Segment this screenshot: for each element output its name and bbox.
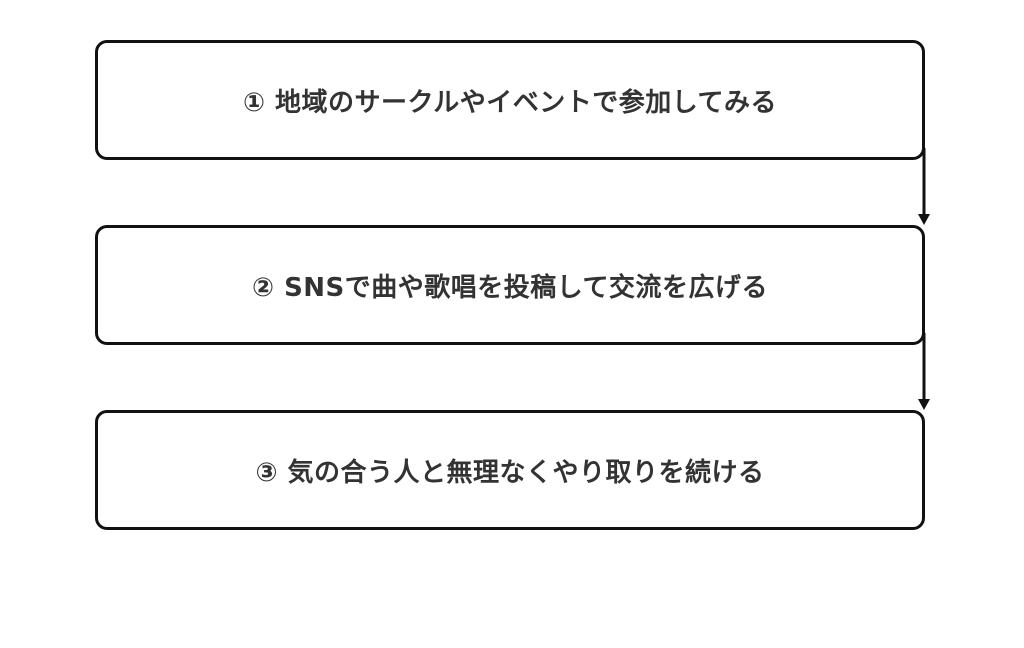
step-1-box: ① 地域のサークルやイベントで参加してみる <box>95 40 925 160</box>
step-2-label: ② SNSで曲や歌唱を投稿して交流を広げる <box>252 272 768 303</box>
step-1-label: ① 地域のサークルやイベントで参加してみる <box>242 87 777 118</box>
arrow-1-to-2 <box>918 148 930 225</box>
step-3-label: ③ 気の合う人と無理なくやり取りを続ける <box>255 457 765 488</box>
step-2-box: ② SNSで曲や歌唱を投稿して交流を広げる <box>95 225 925 345</box>
arrow-2-to-3 <box>918 333 930 410</box>
step-3-box: ③ 気の合う人と無理なくやり取りを続ける <box>95 410 925 530</box>
